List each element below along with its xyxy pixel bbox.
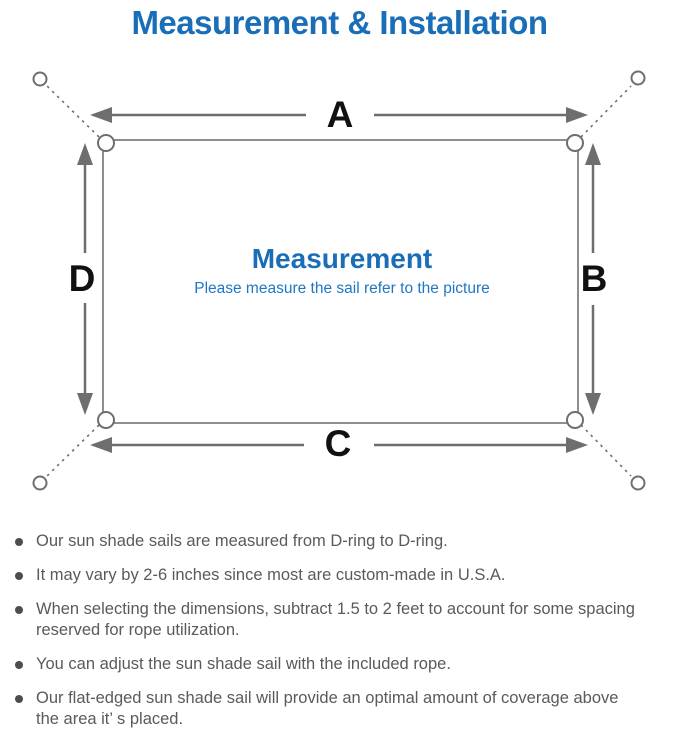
arrowhead-left-icon [90,437,112,453]
measurement-diagram-svg: A B C D Measurement Please measure the s… [32,70,646,491]
dimension-arrow-d [77,143,93,415]
note-text: It may vary by 2-6 inches since most are… [36,566,506,584]
dimension-label-a: A [327,94,354,135]
note-text: Our flat-edged sun shade sail will provi… [36,689,619,728]
note-item: You can adjust the sun shade sail with t… [0,654,679,675]
dimension-arrow-a [90,107,588,123]
bullet-icon [15,606,23,614]
bullet-icon [15,661,23,669]
dimension-arrow-b [585,143,601,415]
note-item: Our sun shade sails are measured from D-… [0,531,679,552]
anchor-ring-top-left-icon [32,71,48,87]
anchor-rings [32,70,646,491]
rope-bottom-left [46,424,100,477]
anchor-ring-top-right-icon [630,70,646,86]
d-ring-top-left-icon [97,134,115,152]
rope-top-right [580,85,632,138]
rope-top-left [46,85,100,138]
arrowhead-down-icon [585,393,601,415]
note-text: You can adjust the sun shade sail with t… [36,655,451,673]
bullet-icon [15,538,23,546]
arrowhead-up-icon [77,143,93,165]
dimension-label-d: D [69,258,96,299]
note-item: Our flat-edged sun shade sail will provi… [0,688,679,730]
arrowhead-down-icon [77,393,93,415]
arrowhead-up-icon [585,143,601,165]
page-title: Measurement & Installation [131,4,548,41]
measurement-diagram: A B C D Measurement Please measure the s… [0,55,679,515]
note-item: It may vary by 2-6 inches since most are… [0,565,679,586]
rope-bottom-right [580,424,632,477]
sail-outline [102,139,579,424]
d-ring-bottom-right-icon [566,411,584,429]
bullet-icon [15,695,23,703]
arrowhead-right-icon [566,437,588,453]
anchor-ring-bottom-right-icon [630,475,646,491]
measurement-heading: Measurement [252,243,433,274]
rope-dashed-lines [46,85,632,477]
d-ring-top-right-icon [566,134,584,152]
note-text: When selecting the dimensions, subtract … [36,600,635,639]
dimension-label-b: B [581,258,608,299]
dimension-label-c: C [325,423,352,464]
arrowhead-left-icon [90,107,112,123]
measurement-subtitle: Please measure the sail refer to the pic… [194,280,490,297]
corner-d-rings [97,134,584,429]
note-item: When selecting the dimensions, subtract … [0,599,679,641]
d-ring-bottom-left-icon [97,411,115,429]
arrowhead-right-icon [566,107,588,123]
anchor-ring-bottom-left-icon [32,475,48,491]
dimension-arrow-c [90,437,588,453]
notes-list: Our sun shade sails are measured from D-… [0,531,679,743]
note-text: Our sun shade sails are measured from D-… [36,532,448,550]
bullet-icon [15,572,23,580]
